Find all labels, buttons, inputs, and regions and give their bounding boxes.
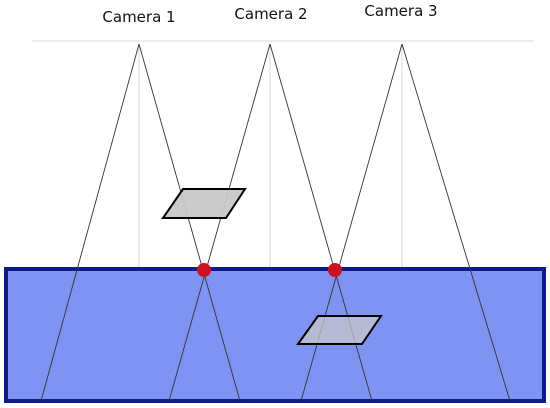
camera-3-ray-right [401,43,511,402]
intersection-marker-1 [197,263,211,277]
camera-2-ray-left [168,43,271,402]
intersection-marker-2 [328,263,342,277]
surface-block [4,267,546,403]
camera-2-label: Camera 2 [234,5,307,23]
camera-1-label: Camera 1 [102,8,175,26]
object-lower [296,315,383,345]
camera-3-label: Camera 3 [364,2,437,20]
object-upper [161,188,247,219]
camera-1-ray-right [138,43,241,402]
camera-1-ray-left [40,43,140,402]
